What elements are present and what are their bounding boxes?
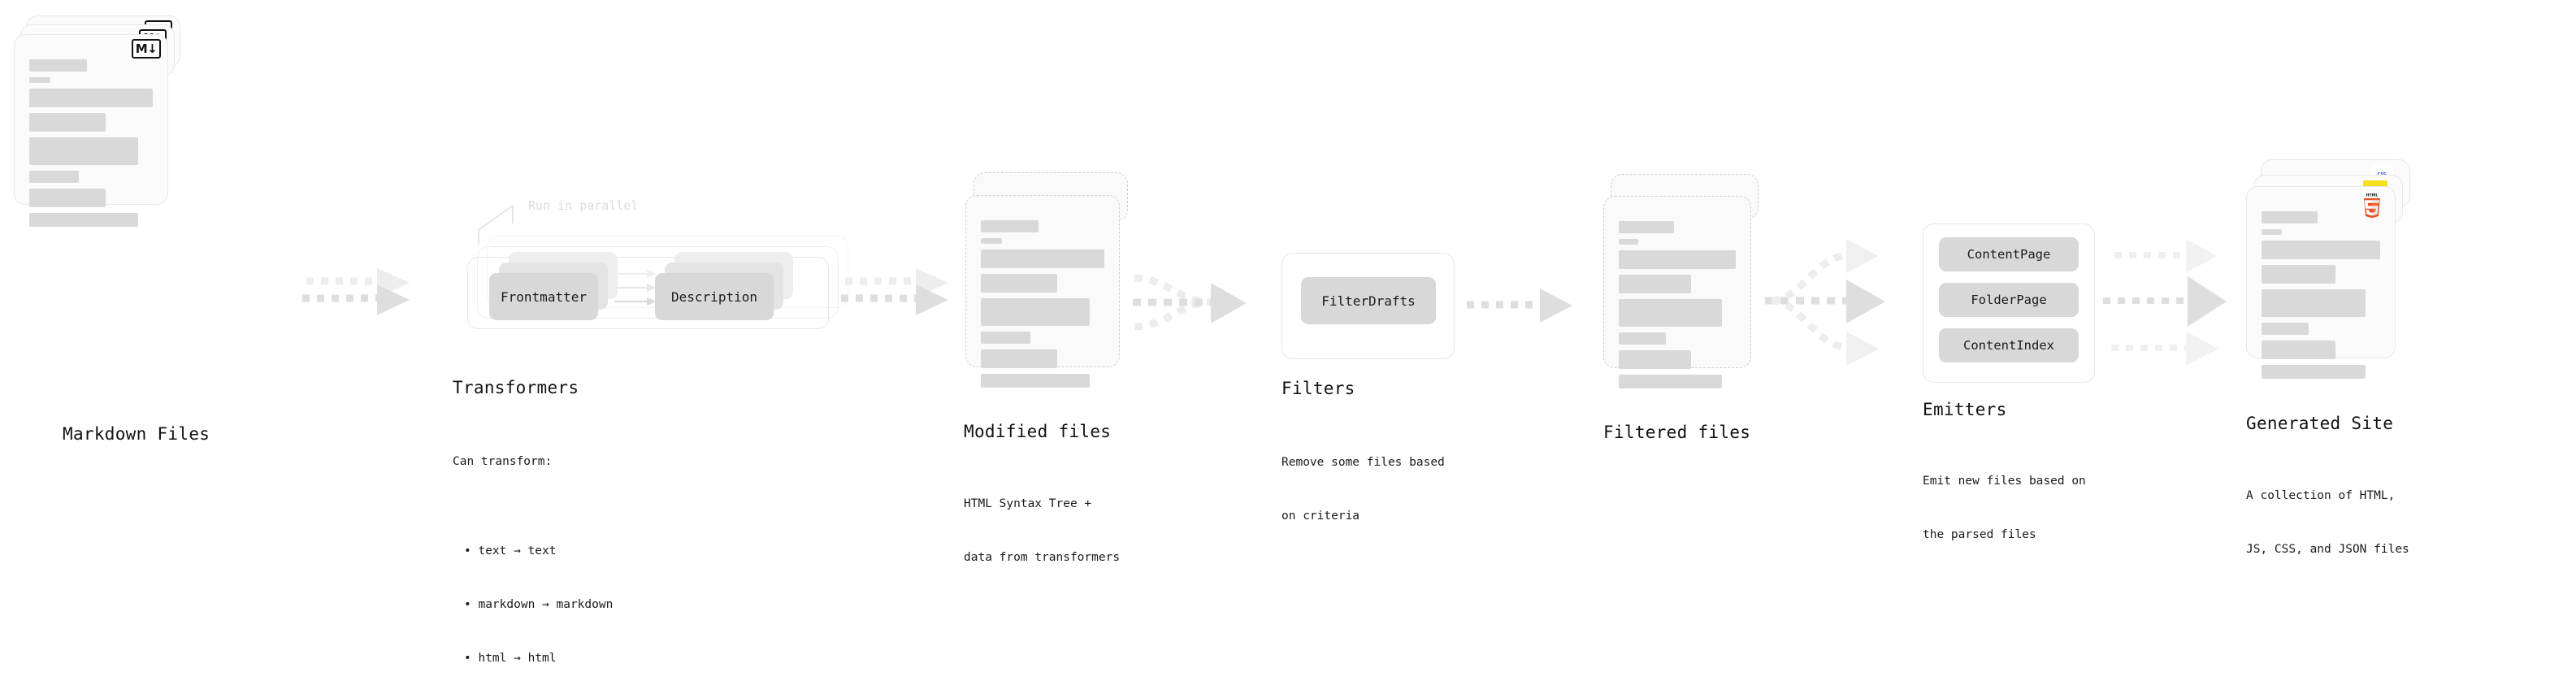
generated-site-title: Generated Site [2246,414,2394,433]
modified-skeleton-body [981,220,1104,393]
emitters-desc-line-0: Emit new files based on [1923,475,2086,488]
filtered-card-front [1603,196,1751,388]
filtered-skeleton-body [1619,221,1736,394]
modified-files-desc-line-0: HTML Syntax Tree + [964,497,1092,511]
emitter-chip-contentpage[interactable]: ContentPage [1939,237,2079,271]
emitters-title: Emitters [1923,400,2007,419]
html5-icon: HTML [2364,193,2380,219]
generated-site-description: A collection of HTML, JS, CSS, and JSON … [2246,451,2409,594]
modified-files-desc-line-1: data from transformers [964,551,1121,565]
filters-box [1281,253,1455,359]
arrow-emitters-to-site [2103,239,2227,366]
filters-desc-line-0: Remove some files based [1281,456,1445,470]
filters-desc-line-1: on criteria [1281,510,1360,523]
transformer-chip-frontmatter[interactable]: Frontmatter [489,273,598,320]
emitters-desc-line-1: the parsed files [1923,528,2036,542]
arrow-markdown-to-transformers [302,268,410,315]
modified-files-title: Modified files [964,422,1112,441]
markdown-card-front [14,34,168,227]
transformers-bullet-0: • text → text [464,544,557,558]
transformers-title: Transformers [453,378,579,397]
transformers-bullet-list: • text → text • markdown → markdown • ht… [453,506,613,681]
emitter-chip-contentindex[interactable]: ContentIndex [1939,328,2079,362]
modified-files-description: HTML Syntax Tree + data from transformer… [964,459,1120,602]
transformer-inner-arrows [614,270,657,306]
transformers-bullet-2: • html → html [464,652,557,666]
emitters-box [1923,223,2095,383]
transformers-bullet-1: • markdown → markdown [464,598,614,612]
markdown-files-title: Markdown Files [63,424,210,444]
transformers-description-intro: Can transform: [453,455,553,469]
run-in-parallel-bracket [478,204,514,245]
filters-title: Filters [1281,379,1355,398]
filtered-files-title: Filtered files [1603,423,1751,442]
transformers-box [467,257,829,329]
emitter-chip-folderpage[interactable]: FolderPage [1939,283,2079,317]
arrow-transformers-to-modified [841,268,948,315]
generated-site-desc-line-1: JS, CSS, and JSON files [2246,543,2409,557]
filter-chip-filterdrafts[interactable]: FilterDrafts [1301,277,1436,324]
transformer-chip-description[interactable]: Description [655,273,774,320]
site-skeleton-body [2262,211,2380,384]
markdown-badge-front: M↓ [132,39,161,59]
site-card-html [2246,186,2396,379]
arrow-filters-to-filtered [1467,288,1572,323]
generated-site-desc-line-0: A collection of HTML, [2246,489,2396,503]
filters-description: Remove some files based on criteria [1281,418,1445,561]
arrow-modified-to-filters [1133,274,1247,331]
modified-card-front [965,195,1120,388]
run-in-parallel-label: Run in parallel [528,198,639,213]
html5-wordmark: HTML [2366,193,2379,197]
arrow-filtered-to-emitters [1765,239,1885,366]
transformers-description: Can transform: • text → text • markdown … [453,417,613,681]
markdown-skeleton-body [29,59,153,232]
emitters-description: Emit new files based on the parsed files [1923,436,2086,579]
